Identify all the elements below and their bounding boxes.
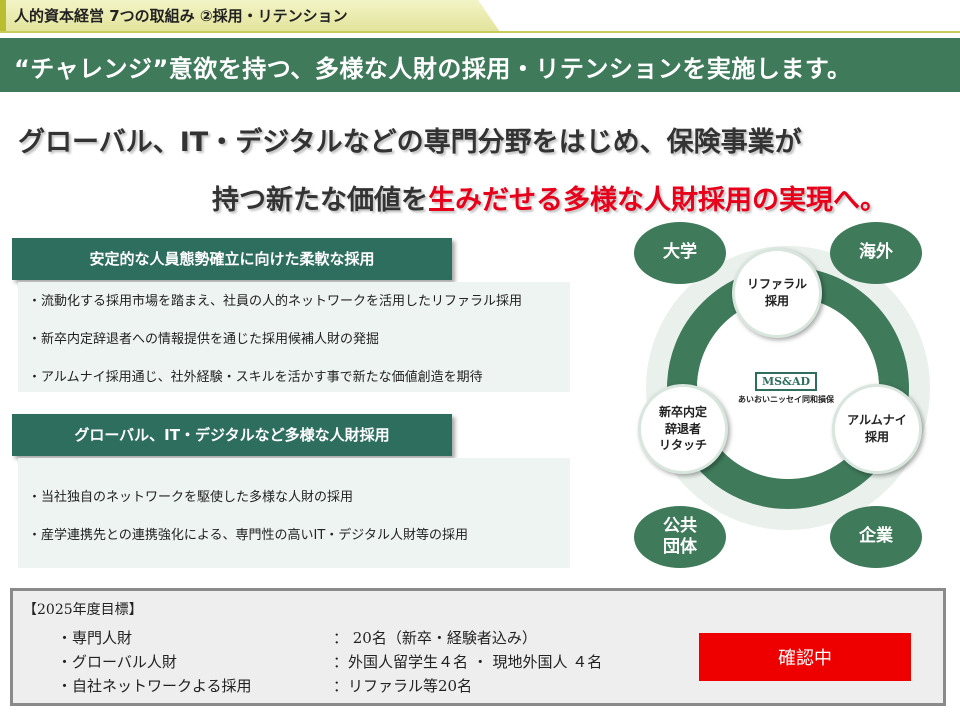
targets-title: 【2025年度目標】: [23, 602, 143, 618]
targets-box: 【2025年度目標】 ・専門人財 ： 20名（新卒・経験者込み） ・グローバル人…: [10, 588, 946, 706]
logo-subtitle: あいおいニッセイ同和損保: [738, 395, 834, 404]
tab-title: 人的資本経営 7つの取組み ②採用・リテンション: [14, 7, 348, 25]
corner-company: 企業: [830, 506, 922, 568]
target-value: ： 20名（新卒・経験者込み）: [333, 629, 537, 647]
headline-highlight: 生みだせる多様な人財採用の実現へ。: [428, 185, 887, 216]
node-declined-retouch: 新卒内定 辞退者 リタッチ: [638, 384, 728, 474]
headline-line2: 持つ新たな価値を生みだせる多様な人財採用の実現へ。: [212, 178, 887, 217]
title-banner: “チャレンジ”意欲を持つ、多様な人財の採用・リテンションを実施します。: [0, 38, 960, 92]
section1-bullet: ・アルムナイ採用通じ、社外経験・スキルを活かす事で新たな価値創造を期待: [28, 370, 483, 385]
section1-title: 安定的な人員態勢確立に向けた柔軟な採用: [89, 250, 375, 268]
target-label: ・グローバル人財: [57, 653, 177, 671]
banner-title: “チャレンジ”意欲を持つ、多様な人財の採用・リテンションを実施します。: [14, 55, 852, 83]
target-value: ：リファラル等20名: [333, 677, 473, 695]
section2-bullet: ・産学連携先との連携強化による、専門性の高いIT・デジタル人財等の採用: [28, 528, 468, 543]
node-alumni: アルムナイ 採用: [832, 384, 922, 474]
target-label: ・自社ネットワークよる採用: [57, 677, 252, 695]
corner-overseas: 海外: [830, 222, 922, 284]
section-tab: 人的資本経営 7つの取組み ②採用・リテンション: [0, 0, 500, 32]
recruitment-diagram: 大学 海外 公共 団体 企業 リファラル 採用 新卒内定 辞退者 リタッチ アル…: [620, 220, 960, 580]
logo-mark: MS&AD: [754, 372, 818, 391]
section1-body: ・流動化する採用市場を踏まえ、社員の人的ネットワークを活用したリファラル採用 ・…: [18, 282, 570, 392]
section2-body: ・当社独自のネットワークを駆使した多様な人財の採用 ・産学連携先との連携強化によ…: [18, 458, 570, 568]
section1-header: 安定的な人員態勢確立に向けた柔軟な採用: [12, 238, 452, 280]
status-button[interactable]: 確認中: [699, 633, 911, 681]
headline-prefix: 持つ新たな価値を: [212, 185, 428, 216]
company-logo: MS&AD あいおいニッセイ同和損保: [726, 370, 846, 405]
section2-header: グローバル、IT・デジタルなど多様な人財採用: [12, 414, 452, 456]
header-divider: [0, 31, 960, 33]
corner-public-body: 公共 団体: [634, 506, 726, 568]
tab-accent: [0, 0, 6, 32]
section2-title: グローバル、IT・デジタルなど多様な人財採用: [74, 426, 390, 444]
target-value: ：外国人留学生４名 ・ 現地外国人 ４名: [333, 653, 603, 671]
node-referral: リファラル 採用: [732, 248, 822, 338]
corner-university: 大学: [634, 222, 726, 284]
section2-bullet: ・当社独自のネットワークを駆使した多様な人財の採用: [28, 490, 354, 505]
target-label: ・専門人財: [57, 629, 133, 647]
section1-bullet: ・新卒内定辞退者への情報提供を通じた採用候補人財の発掘: [28, 332, 380, 347]
section1-bullet: ・流動化する採用市場を踏まえ、社員の人的ネットワークを活用したリファラル採用: [28, 294, 523, 309]
headline-line1: グローバル、IT・デジタルなどの専門分野をはじめ、保険事業が: [18, 127, 802, 158]
